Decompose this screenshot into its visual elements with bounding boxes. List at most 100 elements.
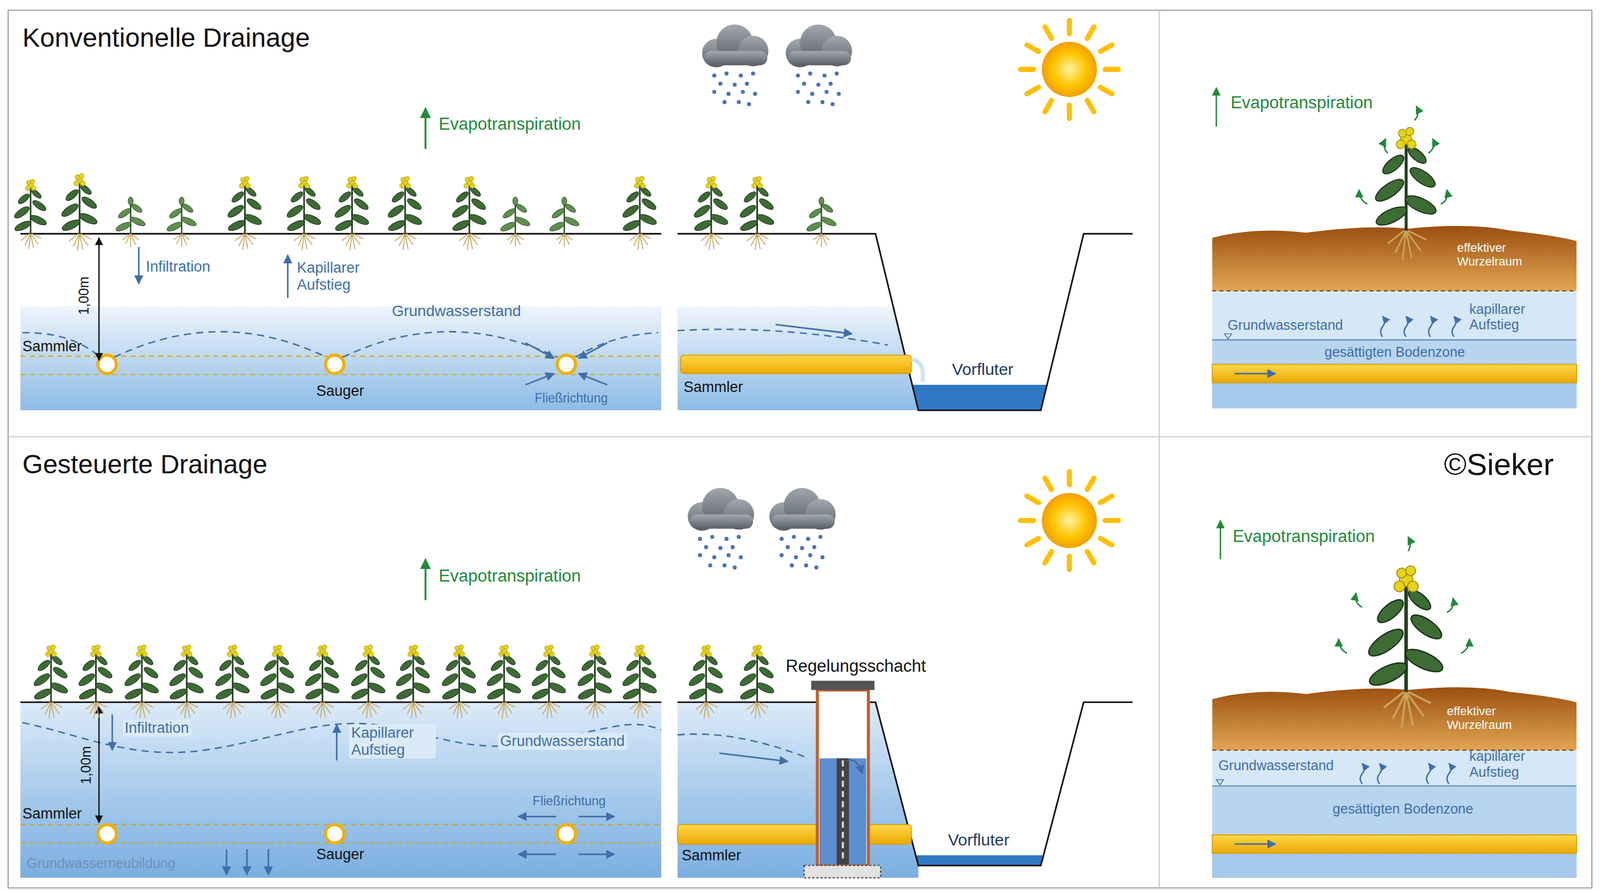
soil-profile (1216, 87, 1448, 205)
crop-plant (386, 176, 424, 251)
crop-plant (168, 644, 206, 719)
copyright-note: ©Sieker (1443, 446, 1554, 483)
soil-profile (1377, 763, 1382, 784)
dimension-arrow (98, 706, 100, 823)
soil-profile (1212, 687, 1577, 750)
weather-icon (1020, 20, 1119, 119)
groundwater-line (677, 733, 807, 757)
weather-icon (687, 471, 1118, 570)
soil-profile (1212, 290, 1577, 409)
drain-pipe (868, 824, 912, 844)
process-label: Evapotranspiration (1232, 526, 1376, 547)
crop-plant (12, 179, 48, 249)
crop-plant (687, 644, 725, 719)
crop-plant (225, 176, 263, 251)
groundwater-line (22, 332, 101, 358)
soil-profile (1220, 520, 1470, 653)
level-label: Grundwasserstand (1227, 317, 1343, 334)
drain-pipe (97, 355, 923, 382)
process-label: Infiltration (122, 719, 192, 737)
pipe-label: Sauger (316, 382, 365, 400)
panel-frame (8, 10, 1592, 889)
ditch (20, 701, 1133, 866)
soil-profile (1452, 316, 1456, 337)
crop-plant (499, 196, 532, 247)
flow-arrow (137, 246, 140, 284)
flow-arrow (578, 853, 615, 856)
panel-heading: Gesteuerte Drainage (22, 449, 268, 480)
level-label: Grundwasserstand (391, 302, 522, 320)
soil-profile (1234, 372, 1276, 375)
control-shaft (811, 680, 875, 690)
flow-arrow (775, 324, 852, 334)
control-shaft (819, 757, 867, 865)
soil-profile (1447, 598, 1454, 613)
zone-label: gesättigten Bodenzone (1332, 800, 1474, 817)
soil-profile (1212, 785, 1577, 878)
process-label: Kapillarer Aufstieg (296, 259, 380, 294)
groundwater-line (22, 329, 888, 358)
soil-profile (1426, 763, 1431, 784)
control-shaft (846, 759, 863, 774)
crop-plant (213, 644, 251, 719)
soil-profile (1440, 189, 1448, 204)
soil-profile (1414, 106, 1419, 121)
drain-pipe (911, 359, 923, 382)
drain-line (20, 824, 662, 843)
drain-pipe (557, 355, 576, 374)
weather-icon (701, 20, 1118, 119)
evapotranspiration-arrow (424, 108, 426, 149)
flow-arrow (525, 342, 555, 359)
evapotranspiration-arrow (424, 558, 426, 600)
dimension-arrow (98, 706, 100, 823)
control-shaft (842, 760, 845, 863)
evapotranspiration-arrow (424, 108, 426, 149)
soil-profile (1212, 382, 1577, 408)
flow-arrow (518, 853, 557, 856)
drain-pipe (680, 355, 912, 374)
pipe-label: Sammler (22, 338, 82, 356)
soil-profile (1212, 520, 1577, 878)
zone-label: effektiver Wurzelraum (1447, 704, 1530, 733)
dimension-arrow (98, 237, 100, 361)
process-label: kapillarer Aufstieg (1469, 748, 1547, 780)
soil-profile (1383, 139, 1388, 154)
flow-arrow (578, 815, 615, 818)
control-shaft (836, 757, 849, 865)
weather-icon (687, 487, 755, 570)
process-label: Infiltration (145, 258, 210, 276)
crop-plant (805, 196, 838, 247)
crop-plant (349, 644, 387, 719)
panel-heading: Konventionelle Drainage (22, 22, 310, 53)
flow-arrow (138, 246, 852, 385)
weather-icon (785, 24, 853, 107)
crop-plant (548, 196, 581, 247)
weather-icon (1020, 471, 1119, 570)
soil-profile (1212, 339, 1577, 408)
control-shaft (817, 689, 869, 866)
crop-plant (76, 644, 114, 719)
crop-plant (738, 176, 775, 251)
pipe-label: Sammler (22, 805, 82, 823)
crop-plant (258, 644, 296, 719)
crop-plant (59, 173, 99, 252)
zone-label: gesättigten Bodenzone (1324, 344, 1466, 361)
dimension-arrow (98, 237, 100, 361)
soil-profile (1234, 843, 1276, 845)
flow-arrow (112, 714, 788, 875)
soil-profile (1212, 853, 1577, 878)
pipe-label: Sammler (683, 378, 744, 396)
groundwater-zone (20, 701, 919, 878)
ditch (912, 384, 1048, 411)
flow-label: Fließrichtung (532, 793, 606, 808)
crop-plant (32, 644, 70, 719)
groundwater-line (342, 331, 558, 357)
crop-plant (285, 176, 323, 251)
soil-profile (1338, 638, 1348, 653)
groundwater-line (677, 329, 888, 346)
flow-arrow (719, 753, 788, 762)
crop-plant (738, 644, 775, 719)
zone-label: effektiver Wurzelraum (1457, 240, 1540, 269)
